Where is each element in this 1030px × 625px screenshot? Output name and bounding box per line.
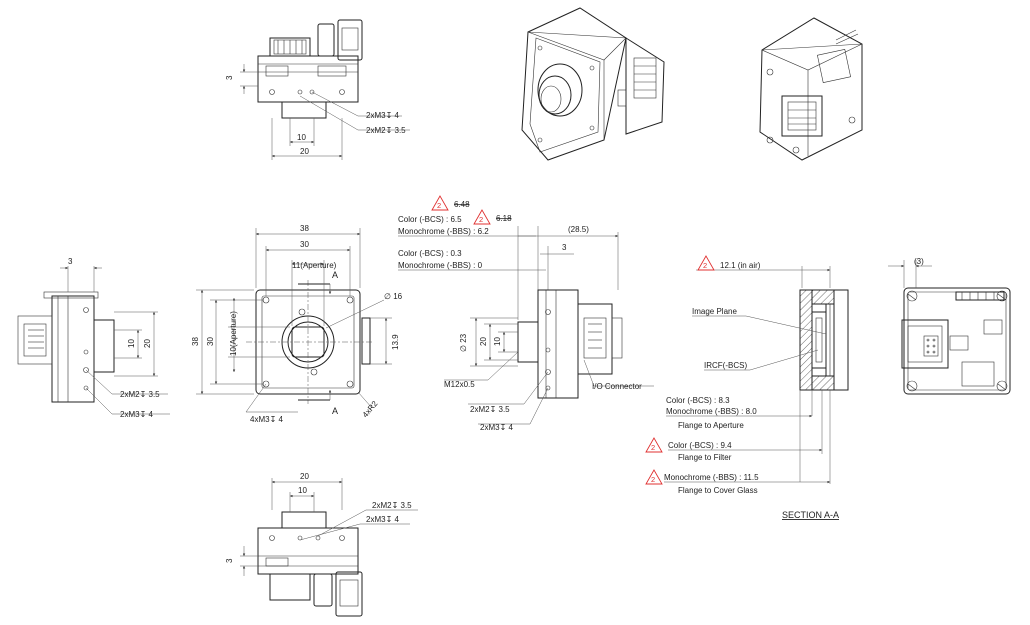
revision-flag-filter: 2 [651,443,655,452]
top-hole-m2-label: 2xM2↧ 3.5 [366,126,406,135]
color-bcs-zero: Color (-BCS) : 0.3 [398,249,462,258]
section-marker-a-bottom: A [332,406,338,416]
top-dim-10: 10 [297,133,306,142]
left-hole-m2-label: 2xM2↧ 3.5 [120,390,160,399]
right-dim-10: 10 [493,337,502,346]
air-distance-label: 12.1 (in air) [720,261,761,270]
left-dim-3: 3 [68,257,73,266]
aperture-color-label: Color (-BCS) : 8.3 [666,396,730,405]
mono-bbs-zero: Monochrome (-BBS) : 0 [398,261,483,270]
top-hole-m3-label: 2xM3↧ 4 [366,111,399,120]
color-bcs-flange: Color (-BCS) : 6.5 [398,215,462,224]
left-side-view: 3 10 20 2xM2↧ 3.5 2xM3↧ 4 [17,257,170,419]
front-corner-radius: 4xR2 [361,399,380,420]
front-aperture-width: 11(Aperture) [292,261,337,270]
mono-bbs-flange: Monochrome (-BBS) : 6.2 [398,227,489,236]
right-hole-m2-label: 2xM2↧ 3.5 [470,405,510,414]
section-view: 2 12.1 (in air) Image Plane IRCF(-BCS) C… [645,255,849,520]
front-view: A A 38 30 11(Aperture) 38 30 10(Aperture… [191,224,403,424]
mount-thread-label: M12x0.5 [444,380,475,389]
bottom-view: 20 10 2xM2↧ 3.5 2xM3↧ 4 3 [225,472,418,617]
top-dim-20: 20 [300,147,309,156]
right-dim-3: 3 [562,243,567,252]
front-dim-13-9: 13.9 [391,334,400,350]
aperture-mono-label: Monochrome (-BBS) : 8.0 [666,407,757,416]
left-dim-10: 10 [127,339,136,348]
ircf-label: IRCF(-BCS) [704,361,747,370]
left-dim-20: 20 [143,339,152,348]
bottom-hole-m2-label: 2xM2↧ 3.5 [372,501,412,510]
bottom-dim-20: 20 [300,472,309,481]
bottom-dim-3: 3 [225,558,234,563]
old-value-6-48: 6.48 [454,200,470,209]
revision-flag-glass: 2 [651,475,655,484]
revision-flag-1: 2 [437,201,441,210]
section-marker-a-top: A [332,270,338,280]
right-dia-23: ∅ 23 [459,333,468,352]
glass-mono-label: Monochrome (-BBS) : 11.5 [664,473,759,482]
back-view: (3) [888,257,1011,395]
filter-color-label: Color (-BCS) : 9.4 [668,441,732,450]
front-aperture-height: 10(Aperture) [229,311,238,356]
top-view: 3 2xM3↧ 4 2xM2↧ 3.5 10 20 [225,19,410,160]
revision-flag-2: 2 [479,215,483,224]
right-side-view: 2 6.48 Color (-BCS) : 6.5 2 6.18 Monochr… [398,195,654,432]
bottom-hole-m3-label: 2xM3↧ 4 [366,515,399,524]
front-dia-16: ∅ 16 [384,292,403,301]
back-dim-3: (3) [914,257,924,266]
right-dim-28-5: (28.5) [568,225,589,234]
right-hole-m3-label: 2xM3↧ 4 [480,423,513,432]
filter-caption: Flange to Filter [678,453,732,462]
io-connector-label: I/O Connector [592,382,642,391]
isometric-view-front [521,7,665,161]
old-value-6-18: 6.18 [496,214,512,223]
isometric-view-back [759,17,863,161]
front-dim-38-width: 38 [300,224,309,233]
glass-caption: Flange to Cover Glass [678,486,758,495]
front-hole-m3-label: 4xM3↧ 4 [250,415,283,424]
image-plane-label: Image Plane [692,307,737,316]
front-dim-38-height: 38 [191,337,200,346]
bottom-dim-10: 10 [298,486,307,495]
front-dim-30-height: 30 [206,337,215,346]
aperture-caption: Flange to Aperture [678,421,744,430]
front-dim-30-width: 30 [300,240,309,249]
section-title: SECTION A-A [782,510,839,520]
top-dim-3: 3 [225,75,234,80]
revision-flag-air: 2 [703,261,707,270]
left-hole-m3-label: 2xM3↧ 4 [120,410,153,419]
right-dim-20: 20 [479,337,488,346]
